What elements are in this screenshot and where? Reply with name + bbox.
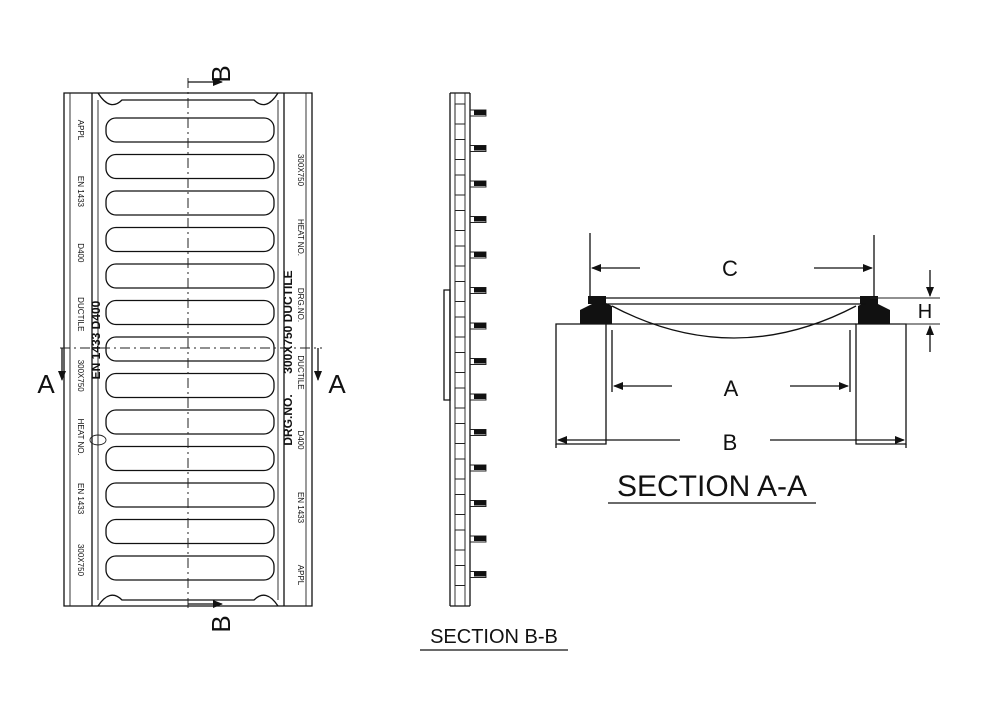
grate-slot [105,153,275,180]
grate-slot [105,226,275,253]
section-bb-rib-tip [474,465,486,470]
frame-marking: DUCTILE [76,297,85,331]
plan-view: B B A A EN 1433 D400 300X750 DUCTILE DRG… [37,65,346,632]
section-bb-rib-tip [474,536,486,541]
section-bb-rib-tip [474,571,486,577]
grate-slot [105,263,275,289]
section-bb-rib-tip [474,287,486,293]
section-bb-title: SECTION B-B [430,626,558,648]
section-bb-view: SECTION B-B [420,92,568,651]
grate-slot [105,190,275,216]
section-bb-rib-tip [474,358,486,364]
dim-b-label: B [723,430,738,455]
grate-slot [105,555,275,581]
section-b-marker-bottom: B [206,615,236,632]
frame-marking: EN 1433 [76,176,85,208]
logo-mark [89,434,107,446]
section-bb-rib-tip [474,110,486,115]
frame-marking: D400 [76,243,85,263]
section-bb-ribs [454,103,487,586]
frame-marking: 300X750 [76,360,85,393]
slot-group [105,117,275,581]
frame-marking: APPL [76,120,85,141]
marking-drg-no: DRG.NO. [281,394,295,445]
frame-marking: HEAT NO. [296,219,305,256]
grate-outline [63,92,313,607]
frame-marking: DUCTILE [296,355,305,389]
dim-h-label: H [918,301,932,323]
section-aa-view: C H A B SECTION A-A [555,233,940,504]
section-a-marker-left: A [37,369,55,399]
grate-slot [105,372,275,399]
section-bb-rib-tip [474,252,486,257]
frame-marking: APPL [296,565,305,586]
section-bb-rib-tip [474,323,486,328]
grate-slot [105,336,275,362]
section-bb-rib-tip [474,500,486,506]
grate-slot [105,445,275,472]
frame-marking: 300X750 [76,544,85,577]
cover-curve [611,305,857,339]
section-aa-title: SECTION A-A [617,470,807,503]
marking-size-ductile: 300X750 DUCTILE [281,270,295,373]
grate-slot [105,482,275,508]
grate-slot [105,409,275,435]
section-bb-rib-tip [474,429,486,435]
section-bb-rib-tip [474,181,486,186]
frame-marking: D400 [296,430,305,450]
frame-marking: 300X750 [296,154,305,187]
section-a-marker-right: A [328,369,346,399]
grate-slot [105,518,275,545]
dim-c-label: C [722,256,738,281]
frame-marking: DRG.NO. [296,288,305,322]
dim-a-label: A [724,376,739,401]
section-b-marker-top: B [206,65,236,82]
frame-marking: HEAT NO. [76,419,85,456]
marking-en1433-d400: EN 1433 D400 [89,300,103,379]
frame-marking: EN 1433 [76,483,85,515]
grate-slot [105,299,275,326]
section-bb-rib-tip [474,216,486,222]
grate-slot [105,117,275,143]
section-bb-rib-tip [474,145,486,151]
section-bb-rib-tip [474,394,486,399]
frame-marking: EN 1433 [296,492,305,524]
